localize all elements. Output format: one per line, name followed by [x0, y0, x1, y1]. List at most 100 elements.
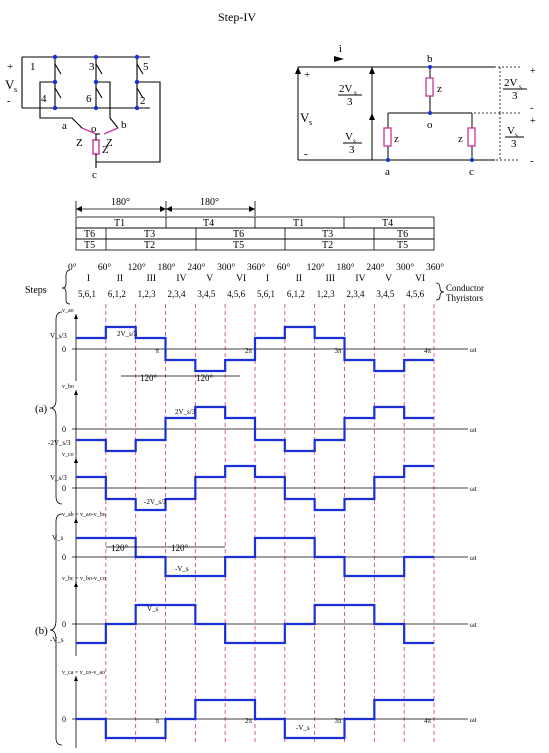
phase-c-wire [95, 81, 161, 168]
angle-tick-label: 360° [247, 262, 265, 273]
current-arrow-icon [334, 56, 344, 62]
level-vco: V_s/3 [50, 474, 67, 482]
thyristor-set: 2,3,4 [347, 289, 366, 299]
pi-marker: 3π [335, 347, 343, 355]
switch-1 [54, 63, 62, 75]
switch-label-1: 1 [30, 61, 36, 73]
cell-label-t4: T4 [203, 218, 214, 229]
step-label: I [266, 274, 269, 284]
eq-node-c: c [469, 166, 474, 178]
cell-label-t3: T3 [322, 229, 333, 240]
frac-vs3r-num: V [507, 125, 515, 137]
switch-label-2: 2 [140, 95, 146, 107]
arrow-up-icon [74, 676, 78, 681]
node-dot [93, 54, 99, 60]
arrow-right-icon [249, 206, 255, 212]
level-m2vs3: -2V_s/3 [48, 439, 71, 447]
thyristor-set: 5,6,1 [78, 289, 96, 299]
eq-node-b: b [427, 53, 433, 65]
step-label: II [117, 274, 123, 284]
group-b-brace [49, 513, 63, 746]
cell-label-t2: T2 [144, 240, 155, 251]
switch-label-4: 4 [41, 93, 47, 105]
thyristor-set: 4,5,6 [406, 289, 425, 299]
eq-z-a [383, 127, 392, 147]
wt-label: ωt [470, 621, 477, 629]
node-c-label: c [92, 169, 97, 181]
switch-label-5: 5 [143, 61, 149, 73]
source-label: V [5, 77, 15, 92]
switch-label-3: 3 [89, 61, 95, 73]
conduction-timing-table [49, 201, 445, 746]
cell-label-t5: T5 [84, 240, 95, 251]
thyristor-brace [435, 282, 445, 301]
switch-3 [95, 63, 103, 75]
node-dot [93, 79, 99, 85]
y-label-vca: v_ca = v_co-v_ao [62, 670, 105, 676]
row-t6-t3 [75, 227, 435, 240]
frac-vs3r-den: 3 [511, 138, 517, 150]
angle-tick-label: 120° [307, 262, 325, 273]
frac-2vs3-den: 3 [347, 96, 353, 108]
eq-z-b [425, 77, 434, 97]
load-impedance-b [103, 127, 119, 135]
load-z-b: Z [106, 137, 113, 149]
thyristor-set: 5,6,1 [257, 289, 275, 299]
annot-vco: -2V_s/3 [144, 498, 167, 506]
node-b-label: b [121, 119, 127, 131]
switch-6 [95, 87, 103, 99]
frac-vs3-sub: s [353, 137, 356, 145]
angle-tick-label: 240° [366, 262, 384, 273]
arrow-up-icon [369, 67, 375, 74]
node-dot [134, 54, 140, 60]
angle-tick-label: 60° [277, 262, 291, 273]
frac-2vs3r-den: 3 [512, 90, 518, 102]
arrow-up-icon [74, 314, 78, 319]
level-mvs: -V_s [50, 636, 64, 644]
angle-tick-label: 300° [396, 262, 414, 273]
switch-2 [136, 87, 144, 99]
waveform-van [76, 325, 434, 373]
frac-2vs3-sub: s [354, 89, 357, 97]
annot-2vs3: 2V_s/3 [117, 330, 138, 338]
eq-z-b-label: z [437, 83, 442, 95]
angle-tick-label: 360° [426, 262, 444, 273]
node-dot [52, 79, 58, 85]
origin-zero: 0 [62, 620, 66, 629]
node-dot [134, 79, 140, 85]
y-label-vbn: v_bo [62, 384, 74, 390]
origin-zero: 0 [62, 484, 66, 493]
row-t5-t2 [75, 238, 435, 251]
legend-thyristors: Thyristors [446, 293, 483, 303]
cell-label-t2: T2 [322, 240, 333, 251]
step-label: IV [355, 274, 365, 284]
group-a-brace [49, 311, 63, 505]
span-label: 120° [171, 543, 189, 553]
waveform-vbc [76, 603, 434, 645]
equivalent-circuit [295, 56, 520, 162]
source-minus: - [7, 95, 11, 107]
eq-minus: - [304, 148, 308, 160]
pi-marker: π [156, 717, 160, 725]
y-label-van: v_ao [62, 308, 74, 314]
eq-z-a-label: z [394, 133, 399, 145]
arrow-up-icon [74, 582, 78, 587]
phase-a-wire [39, 81, 83, 129]
eq-node-a: a [385, 166, 390, 178]
eq-plus: + [304, 69, 310, 81]
step-label: V [385, 274, 392, 284]
annot-vbc: V_s [147, 605, 159, 613]
level-vs3: V_s/3 [50, 332, 67, 340]
pi-marker: 2π [245, 347, 253, 355]
angle-tick-label: 180° [158, 262, 176, 273]
switch-4 [54, 87, 62, 99]
annot-vbo: 2V_s/3 [175, 408, 196, 416]
annot-vca: -V_s [296, 724, 310, 732]
cell-label-t6: T6 [84, 229, 95, 240]
eq-z-c [467, 127, 476, 147]
angle-tick-label: 240° [187, 262, 205, 273]
thyristor-set: 2,3,4 [168, 289, 187, 299]
frac-2vs3r-num: 2V [504, 77, 518, 89]
